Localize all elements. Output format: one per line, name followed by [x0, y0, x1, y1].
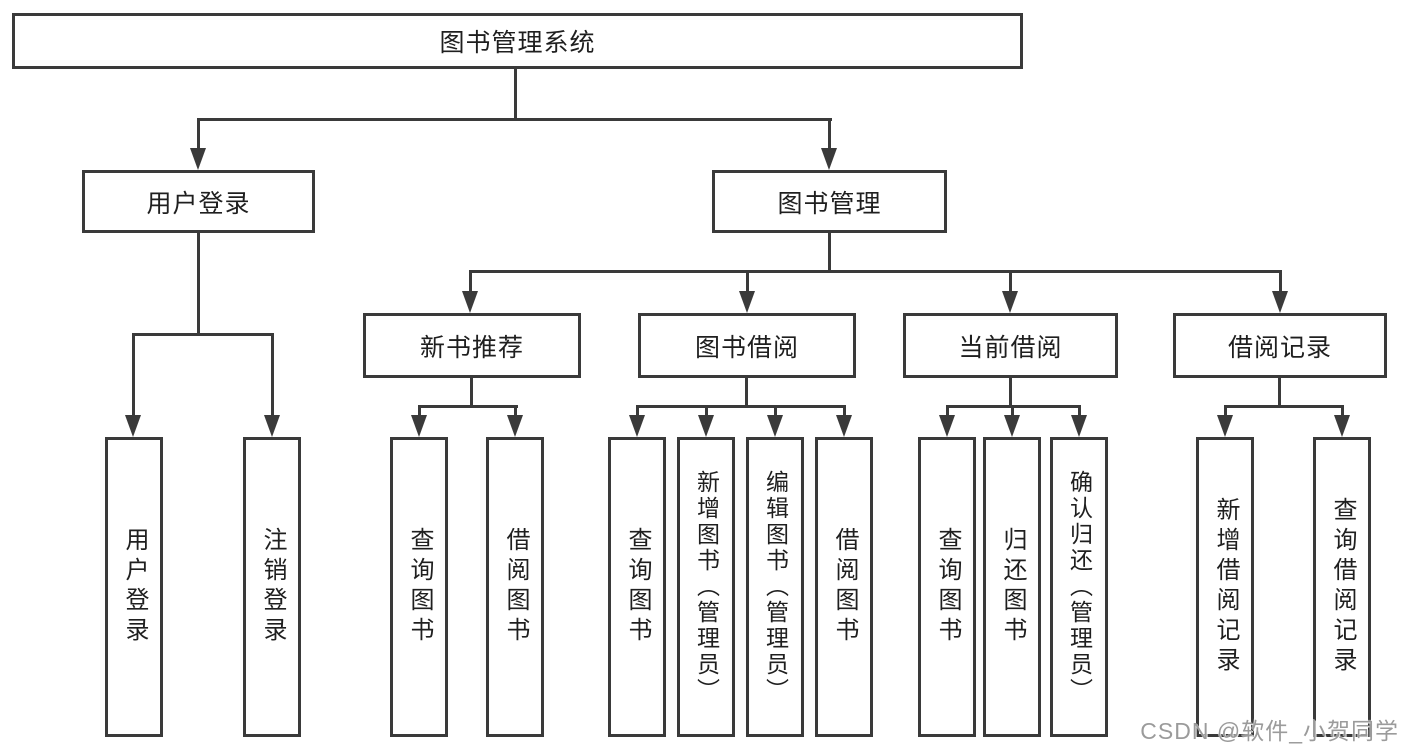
connector-line [197, 118, 832, 121]
connector-line [705, 405, 708, 418]
connector-line [1009, 270, 1012, 294]
connector-line [946, 405, 949, 418]
connector-line [1009, 378, 1012, 408]
connector-line [745, 378, 748, 408]
connector-line [197, 118, 200, 151]
csdn-watermark: CSDN @软件_小贺同学 [1140, 718, 1399, 744]
node-user-login-leaf: 用户登录 [105, 437, 163, 737]
arrowhead-icon [462, 291, 478, 313]
node-book-borrowing: 图书借阅 [638, 313, 856, 378]
arrowhead-icon [698, 415, 714, 437]
connector-line [1224, 405, 1344, 408]
arrowhead-icon [264, 415, 280, 437]
arrowhead-icon [125, 415, 141, 437]
connector-line [132, 333, 274, 336]
connector-line [1278, 378, 1281, 408]
arrowhead-icon [1071, 415, 1087, 437]
node-logout: 注销登录 [243, 437, 301, 737]
arrowhead-icon [1272, 291, 1288, 313]
connector-line [828, 118, 831, 151]
node-query-books-3: 查询图书 [918, 437, 976, 737]
node-confirm-return-admin: 确认归还（管理员） [1050, 437, 1108, 737]
connector-line [470, 378, 473, 408]
arrowhead-icon [939, 415, 955, 437]
node-query-books-1: 查询图书 [390, 437, 448, 737]
connector-line [271, 333, 274, 418]
node-return-books: 归还图书 [983, 437, 1041, 737]
connector-line [774, 405, 777, 418]
connector-line [636, 405, 639, 418]
node-new-book-recommend: 新书推荐 [363, 313, 581, 378]
connector-line [418, 405, 421, 418]
connector-line [1224, 405, 1227, 418]
connector-line [636, 405, 846, 408]
node-user-login: 用户登录 [82, 170, 315, 233]
arrowhead-icon [1334, 415, 1350, 437]
node-current-borrowing: 当前借阅 [903, 313, 1118, 378]
arrowhead-icon [411, 415, 427, 437]
arrowhead-icon [1004, 415, 1020, 437]
arrowhead-icon [739, 291, 755, 313]
node-query-books-2: 查询图书 [608, 437, 666, 737]
connector-line [469, 270, 472, 294]
node-query-borrow-record: 查询借阅记录 [1313, 437, 1371, 737]
node-edit-books-admin: 编辑图书（管理员） [746, 437, 804, 737]
arrowhead-icon [767, 415, 783, 437]
connector-line [418, 405, 518, 408]
connector-line [1011, 405, 1014, 418]
arrowhead-icon [821, 148, 837, 170]
connector-line [197, 233, 200, 335]
node-borrow-books-1: 借阅图书 [486, 437, 544, 737]
node-add-books-admin: 新增图书（管理员） [677, 437, 735, 737]
arrowhead-icon [507, 415, 523, 437]
node-borrow-books-2: 借阅图书 [815, 437, 873, 737]
connector-line [469, 270, 1282, 273]
connector-line [132, 333, 135, 418]
connector-line [828, 233, 831, 273]
connector-line [1279, 270, 1282, 294]
arrowhead-icon [629, 415, 645, 437]
connector-line [514, 68, 517, 120]
arrowhead-icon [190, 148, 206, 170]
arrowhead-icon [1217, 415, 1233, 437]
connector-line [843, 405, 846, 418]
arrowhead-icon [836, 415, 852, 437]
node-borrow-records: 借阅记录 [1173, 313, 1387, 378]
arrowhead-icon [1002, 291, 1018, 313]
connector-line [746, 270, 749, 294]
node-book-management: 图书管理 [712, 170, 947, 233]
node-add-borrow-record: 新增借阅记录 [1196, 437, 1254, 737]
connector-line [1078, 405, 1081, 418]
connector-line [514, 405, 517, 418]
connector-line [1341, 405, 1344, 418]
node-root-library-system: 图书管理系统 [12, 13, 1023, 69]
